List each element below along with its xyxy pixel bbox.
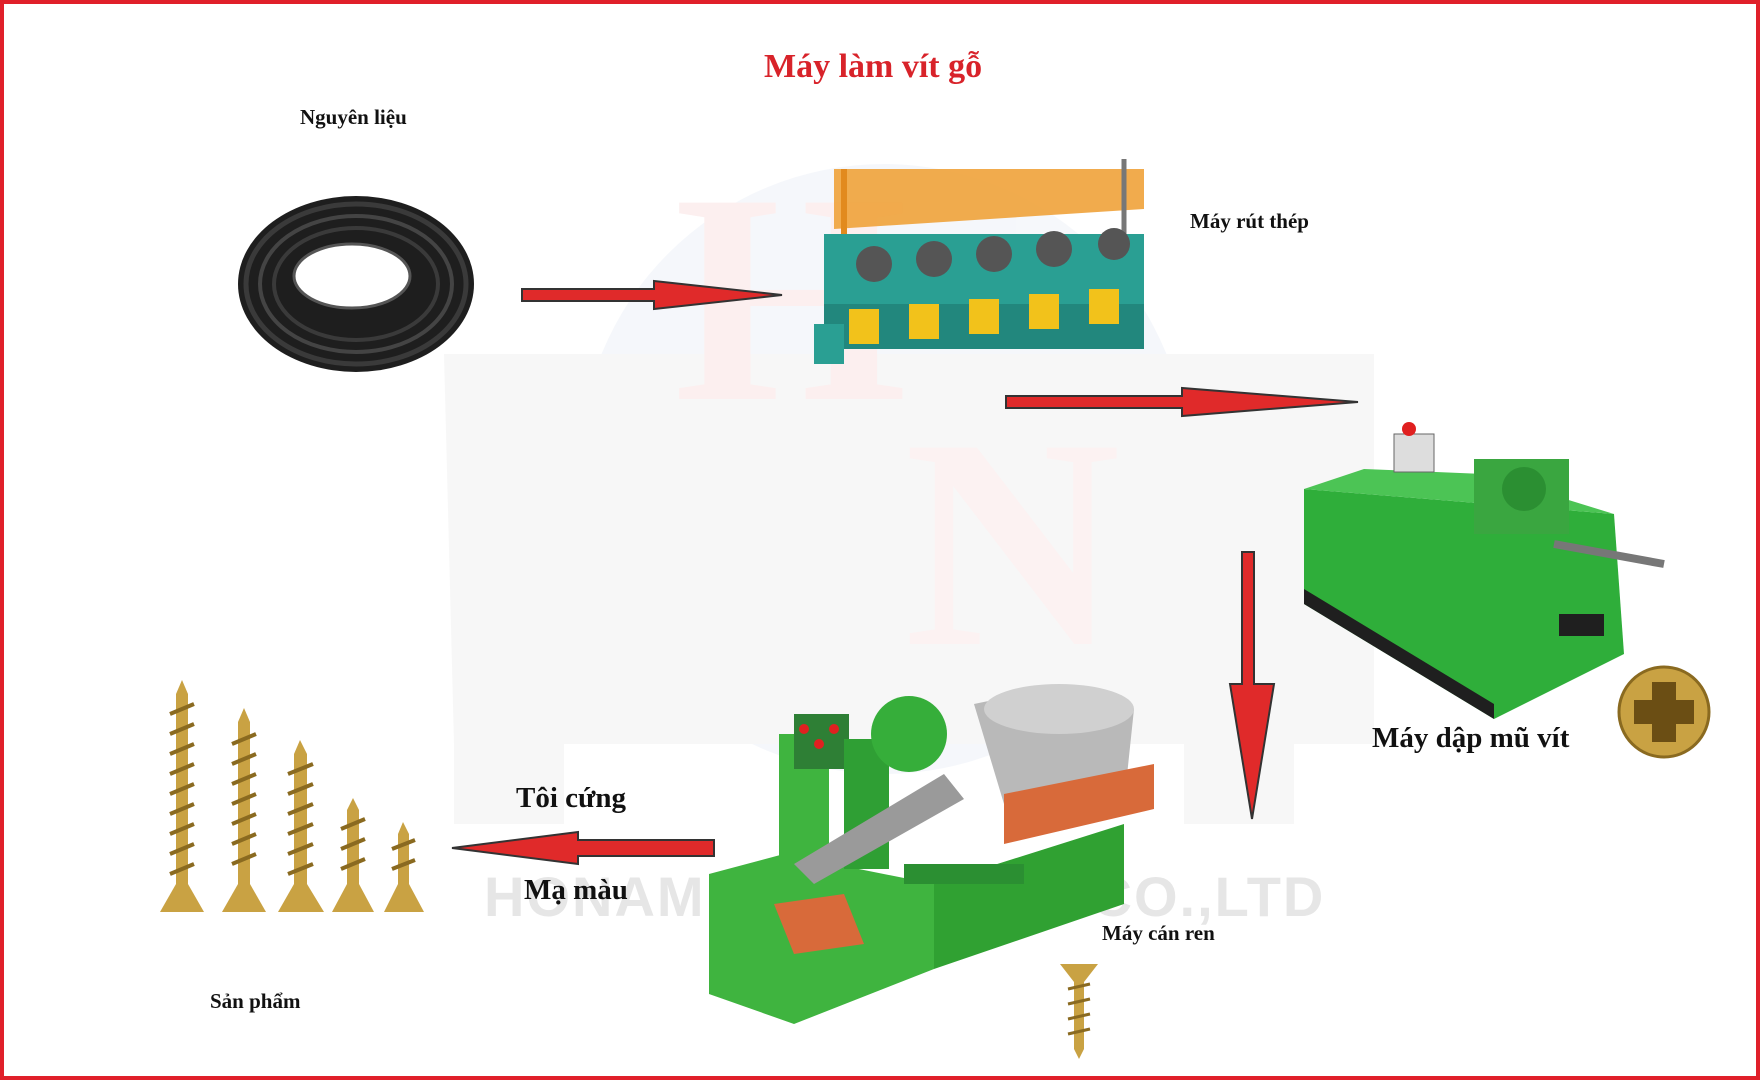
screw-head-detail xyxy=(1617,665,1711,759)
single-screw xyxy=(1060,964,1098,1059)
arrow-stamping-to-rolling xyxy=(1228,551,1276,820)
label-raw-material: Nguyên liệu xyxy=(300,105,407,129)
screw-4 xyxy=(332,798,374,912)
label-thread-rolling: Máy cán ren xyxy=(1102,921,1215,945)
screw-5 xyxy=(384,822,424,912)
screw-3 xyxy=(278,740,324,912)
label-hardening: Tôi cứng xyxy=(516,782,627,814)
finished-screws xyxy=(160,680,424,912)
arrow-coil-to-drawing xyxy=(521,279,783,311)
process-diagram xyxy=(160,159,1711,1059)
head-stamping-machine xyxy=(1304,422,1665,719)
wire-drawing-machine xyxy=(814,159,1144,364)
screw-2 xyxy=(222,708,266,912)
diagram-title: Máy làm vít gỗ xyxy=(764,48,983,85)
thread-rolling-machine xyxy=(709,684,1154,1024)
screw-1 xyxy=(160,680,204,912)
steel-wire-coil xyxy=(238,196,474,372)
label-head-stamping: Máy dập mũ vít xyxy=(1372,722,1570,754)
label-product: Sản phẩm xyxy=(210,989,301,1013)
label-plating: Mạ màu xyxy=(524,874,628,906)
label-wire-drawing: Máy rút thép xyxy=(1190,209,1309,233)
arrow-rolling-to-product xyxy=(451,830,715,866)
svg-text:N: N xyxy=(904,377,1121,709)
arrow-drawing-to-stamping xyxy=(1005,386,1359,418)
